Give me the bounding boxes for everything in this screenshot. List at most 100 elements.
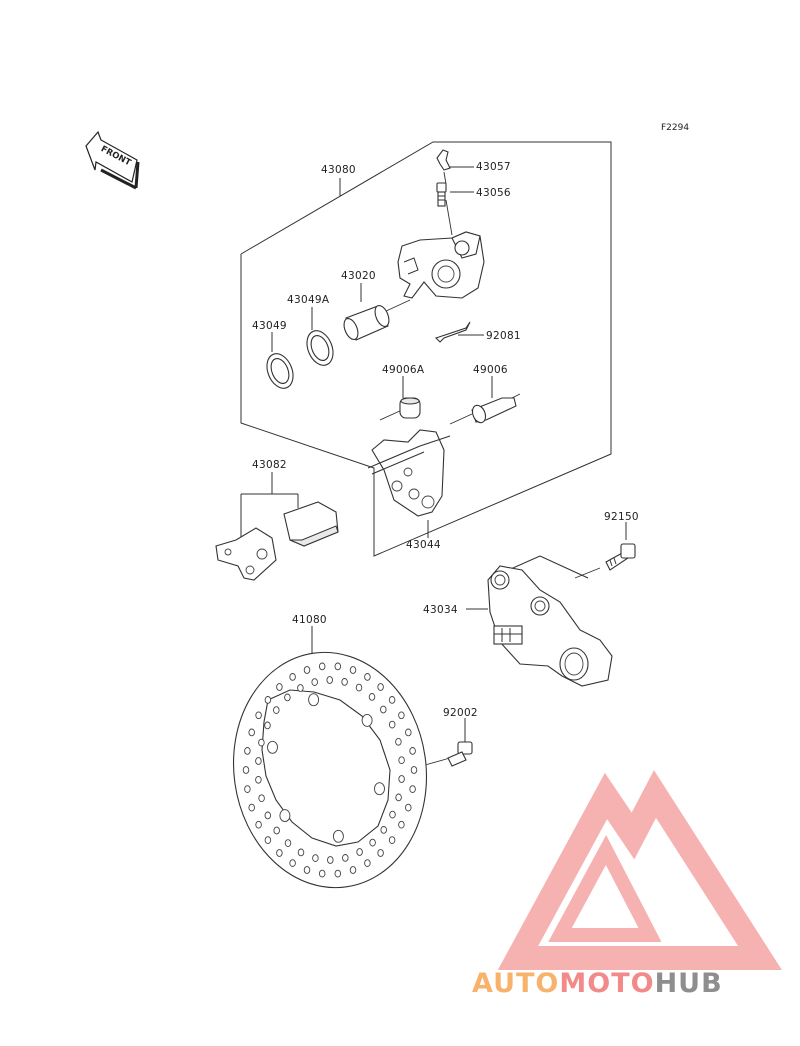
part-label-49006: 49006 — [473, 364, 508, 376]
disc-vent-hole — [398, 711, 405, 720]
front-arrow-icon: FRONT — [85, 130, 140, 190]
disc-vent-hole — [248, 803, 255, 812]
seal-43049a — [306, 330, 334, 366]
disc-mount-hole — [308, 693, 320, 707]
disc-vent-hole — [364, 859, 371, 867]
part-label-43056: 43056 — [476, 187, 511, 199]
caliper-body — [397, 231, 485, 299]
part-labels: 43080 43057 43056 43020 43049A 43049 920… — [252, 161, 639, 719]
disc-vent-hole — [289, 859, 296, 867]
disc-mount-hole — [267, 740, 278, 754]
clip-43057 — [436, 149, 451, 171]
disc-vent-hole — [369, 838, 376, 847]
disc-vent-hole — [303, 666, 311, 674]
disc-vent-hole — [258, 794, 265, 803]
disc-vent-hole — [297, 684, 304, 692]
disc-mount-hole — [374, 782, 385, 796]
disc-vent-hole — [303, 866, 311, 874]
bracket-43044 — [367, 429, 451, 517]
disc-vent-hole — [349, 866, 357, 874]
disc-vent-hole — [388, 720, 396, 729]
disc-vent-hole — [264, 836, 272, 844]
seal-43049 — [266, 353, 294, 389]
part-label-43082: 43082 — [252, 459, 287, 471]
disc-vent-hole — [388, 836, 396, 844]
brake-pads-43082 — [215, 501, 339, 581]
disc-vent-hole — [410, 766, 418, 774]
part-label-43049a: 43049A — [287, 294, 330, 306]
disc-vent-hole — [255, 711, 262, 720]
disc-vent-hole — [255, 757, 262, 765]
bolt-92002 — [447, 741, 473, 767]
spring-92081 — [434, 321, 471, 343]
disc-vent-hole — [327, 856, 334, 864]
disc-vent-hole — [326, 676, 333, 684]
disc-vent-hole — [364, 673, 371, 681]
disc-vent-hole — [377, 683, 384, 691]
part-label-43049: 43049 — [252, 320, 287, 332]
disc-vent-hole — [334, 662, 342, 671]
caliper-holder-43034 — [487, 565, 613, 687]
disc-vent-hole — [395, 737, 402, 746]
disc-vent-hole — [311, 678, 318, 686]
disc-mount-hole — [361, 713, 373, 727]
watermark-logo: AUTOMOTOHUB — [472, 770, 782, 999]
part-label-43057: 43057 — [476, 161, 511, 173]
disc-vent-hole — [297, 848, 305, 857]
disc-vent-hole — [342, 854, 349, 862]
disc-vent-hole — [349, 666, 357, 674]
part-label-49006a: 49006A — [382, 364, 425, 376]
disc-vent-hole — [264, 721, 271, 730]
disc-vent-hole — [244, 747, 251, 755]
disc-vent-hole — [284, 693, 291, 702]
disc-vent-hole — [380, 705, 387, 714]
disc-vent-hole — [341, 678, 348, 686]
disc-vent-hole — [409, 785, 416, 793]
disc-vent-hole — [398, 820, 405, 829]
disc-vent-hole — [289, 673, 296, 681]
part-label-43044: 43044 — [406, 539, 441, 551]
bleed-valve-43056 — [436, 182, 447, 207]
part-label-43034: 43034 — [423, 604, 458, 616]
part-label-92081: 92081 — [486, 330, 521, 342]
part-label-92002: 92002 — [443, 707, 478, 719]
disc-vent-hole — [258, 738, 265, 747]
logo-text-hub: HUB — [655, 968, 723, 999]
bolt-92150 — [605, 543, 636, 571]
disc-vent-hole — [398, 775, 405, 783]
disc-vent-hole — [318, 662, 326, 671]
part-label-43020: 43020 — [341, 270, 376, 282]
disc-vent-hole — [255, 775, 262, 784]
disc-vent-hole — [284, 839, 292, 847]
disc-vent-hole — [273, 826, 280, 835]
disc-vent-hole — [356, 848, 363, 856]
logo-triangle-icon — [497, 770, 782, 970]
disc-vent-hole — [405, 728, 412, 737]
part-label-92150: 92150 — [604, 511, 639, 523]
disc-vent-hole — [389, 810, 396, 819]
disc-vent-hole — [409, 747, 416, 755]
brake-disc-41080 — [232, 651, 428, 889]
disc-vent-hole — [368, 693, 376, 701]
disc-vent-hole — [334, 869, 342, 878]
disc-vent-hole — [244, 785, 251, 793]
disc-vent-hole — [242, 766, 250, 774]
disc-mount-hole — [332, 829, 344, 843]
disc-mount-hole — [279, 809, 291, 823]
piston-43020 — [343, 305, 390, 341]
disc-vent-hole — [312, 854, 319, 862]
alignment-lines — [379, 171, 601, 766]
part-label-41080: 41080 — [292, 614, 327, 626]
disc-vent-hole — [248, 728, 255, 737]
disc-vent-hole — [273, 706, 280, 714]
svg-text:AUTOMOTOHUB: AUTOMOTOHUB — [472, 968, 723, 999]
disc-vent-hole — [264, 696, 272, 704]
disc-vent-hole — [276, 849, 283, 857]
disc-vent-hole — [398, 756, 405, 765]
disc-vent-hole — [380, 826, 387, 834]
boot-49006a — [399, 397, 421, 419]
disc-vent-hole — [395, 793, 402, 802]
disc-vent-hole — [276, 683, 283, 691]
disc-vent-hole — [405, 803, 412, 812]
disc-vent-hole — [255, 820, 262, 829]
